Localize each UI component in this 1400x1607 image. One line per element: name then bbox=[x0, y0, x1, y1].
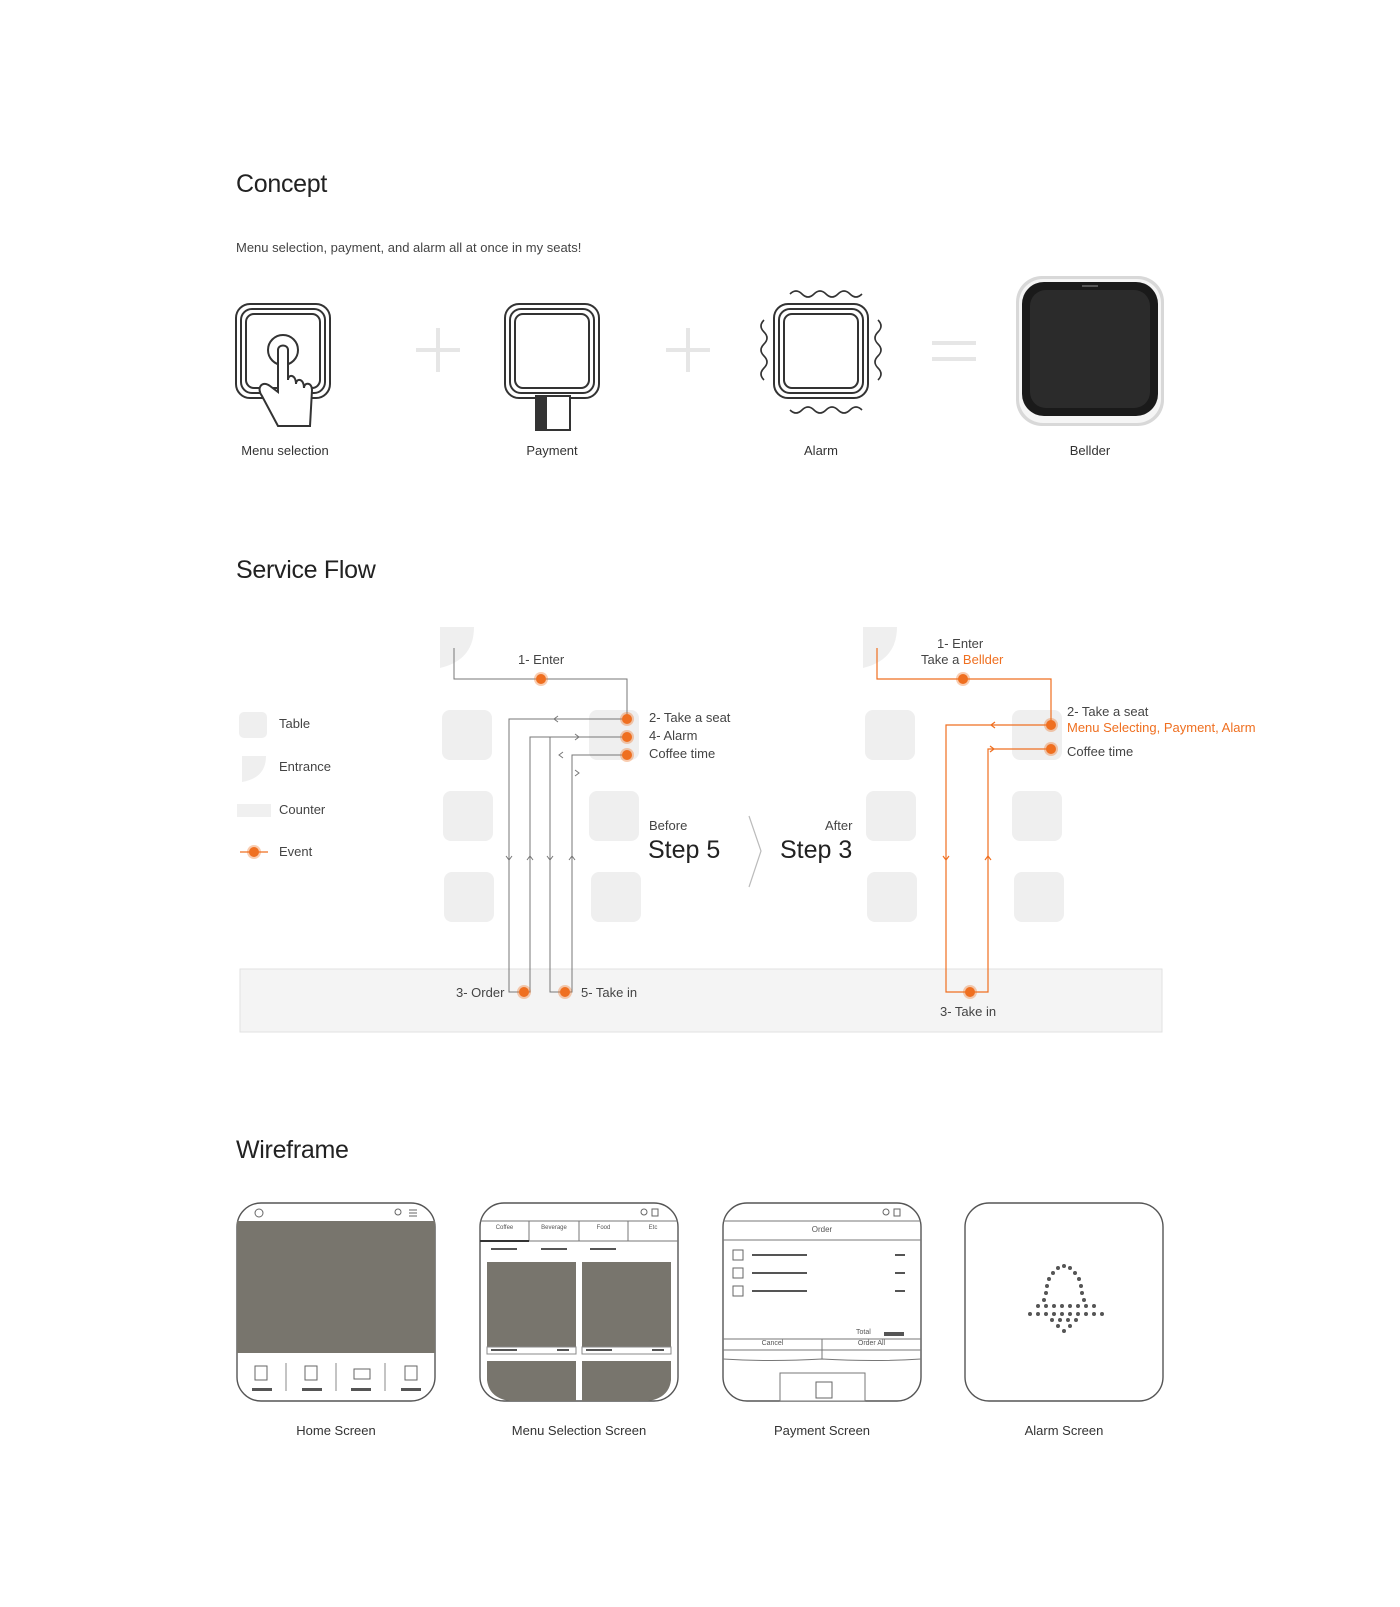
after-events bbox=[956, 672, 1058, 999]
payment-cancel-button[interactable]: Cancel bbox=[761, 1340, 784, 1347]
home-screen-wireframe bbox=[236, 1202, 436, 1402]
concept-title: Concept bbox=[236, 170, 328, 198]
payment-order-header: Order bbox=[811, 1225, 833, 1234]
before-caption: Before bbox=[649, 818, 688, 833]
alarm-screen-wireframe bbox=[964, 1202, 1164, 1402]
concept-subtitle: Menu selection, payment, and alarm all a… bbox=[236, 240, 582, 255]
plus-operator-2 bbox=[666, 328, 710, 372]
tab-food[interactable]: Food bbox=[596, 1225, 611, 1231]
after-caption: After bbox=[825, 818, 853, 833]
concept-illustrations bbox=[235, 276, 1164, 431]
service-flow-title: Service Flow bbox=[236, 556, 376, 584]
before-order-label: 3- Order bbox=[456, 985, 505, 1000]
concept-label-payment: Payment bbox=[526, 443, 578, 458]
legend-counter-swatch bbox=[237, 804, 271, 817]
before-entrance bbox=[440, 627, 474, 668]
alarm-screen-label: Alarm Screen bbox=[1024, 1423, 1104, 1438]
equals-operator bbox=[932, 341, 976, 361]
before-takein-label: 5- Take in bbox=[581, 985, 638, 1000]
tab-etc[interactable]: Etc bbox=[648, 1225, 658, 1231]
after-coffee-label: Coffee time bbox=[1067, 744, 1134, 759]
counter-area bbox=[239, 968, 1163, 1033]
before-flow-arrows bbox=[505, 715, 580, 861]
legend-table-label: Table bbox=[279, 716, 311, 731]
plus-operator-1 bbox=[416, 328, 460, 372]
before-seat-label: 2- Take a seat bbox=[649, 710, 731, 725]
payment-screen-label: Payment Screen bbox=[773, 1423, 871, 1438]
touch-device-icon bbox=[235, 303, 331, 427]
after-step-count: Step 3 bbox=[780, 836, 853, 864]
legend-event-label: Event bbox=[279, 844, 313, 859]
before-enter-label: 1- Enter bbox=[518, 652, 565, 667]
payment-screen-wireframe bbox=[722, 1202, 922, 1402]
tab-coffee[interactable]: Coffee bbox=[495, 1225, 514, 1231]
wireframe-title: Wireframe bbox=[236, 1136, 349, 1164]
after-enter-label: 1- Enter bbox=[937, 636, 984, 651]
payment-order-all-button[interactable]: Order All bbox=[857, 1340, 886, 1347]
before-alarm-label: 4- Alarm bbox=[649, 728, 698, 743]
legend-entrance-label: Entrance bbox=[279, 759, 332, 774]
concept-label-alarm: Alarm bbox=[804, 443, 838, 458]
legend-counter-label: Counter bbox=[279, 802, 326, 817]
bellder-highlight: Bellder bbox=[962, 652, 1004, 667]
tab-beverage[interactable]: Beverage bbox=[541, 1225, 567, 1231]
concept-label-bellder: Bellder bbox=[1069, 443, 1111, 458]
vibrate-device-icon bbox=[760, 290, 882, 414]
legend-table-swatch bbox=[239, 712, 267, 738]
bellder-product-icon bbox=[1016, 276, 1164, 426]
home-screen-label: Home Screen bbox=[296, 1423, 376, 1438]
before-coffee-label: Coffee time bbox=[649, 746, 716, 761]
after-takein-label: 3- Take in bbox=[940, 1004, 997, 1019]
menu-selection-screen-label: Menu Selection Screen bbox=[511, 1423, 647, 1438]
before-events bbox=[517, 672, 634, 999]
after-entrance bbox=[863, 627, 897, 668]
concept-label-menu: Menu selection bbox=[241, 443, 329, 458]
before-step-count: Step 5 bbox=[648, 836, 721, 864]
compare-chevron-icon bbox=[748, 815, 762, 888]
menu-selection-screen-wireframe bbox=[479, 1202, 679, 1402]
card-device-icon bbox=[504, 303, 600, 431]
legend-entrance-swatch bbox=[242, 756, 266, 782]
legend-event-swatch bbox=[240, 845, 268, 859]
before-tables bbox=[442, 710, 641, 922]
dotted-bell-icon bbox=[1028, 1264, 1104, 1333]
after-enter-detail: Take a Bellder bbox=[921, 652, 1004, 667]
after-seat-label: 2- Take a seat bbox=[1067, 704, 1149, 719]
payment-total-label: Total bbox=[856, 1329, 871, 1336]
after-seat-detail: Menu Selecting, Payment, Alarm bbox=[1067, 720, 1256, 735]
